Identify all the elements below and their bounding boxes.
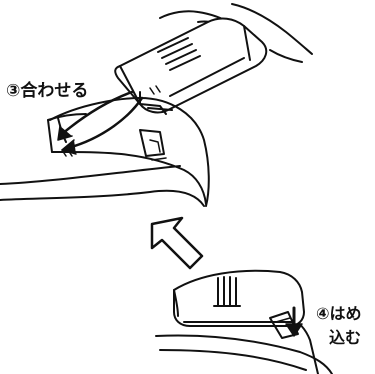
align-arrow-1 <box>57 90 134 141</box>
step3-label: ③合わせる <box>6 81 89 101</box>
step4-label-line1: ④はめ <box>316 304 362 323</box>
base-housing-top <box>0 97 210 207</box>
next-step-arrow-icon <box>150 216 204 270</box>
press-down-arrow-icon <box>285 306 303 337</box>
part-being-held <box>114 17 268 115</box>
part-seated <box>173 269 305 339</box>
step4-label-line2: 込む <box>329 328 362 347</box>
align-arrow-2 <box>61 96 144 155</box>
